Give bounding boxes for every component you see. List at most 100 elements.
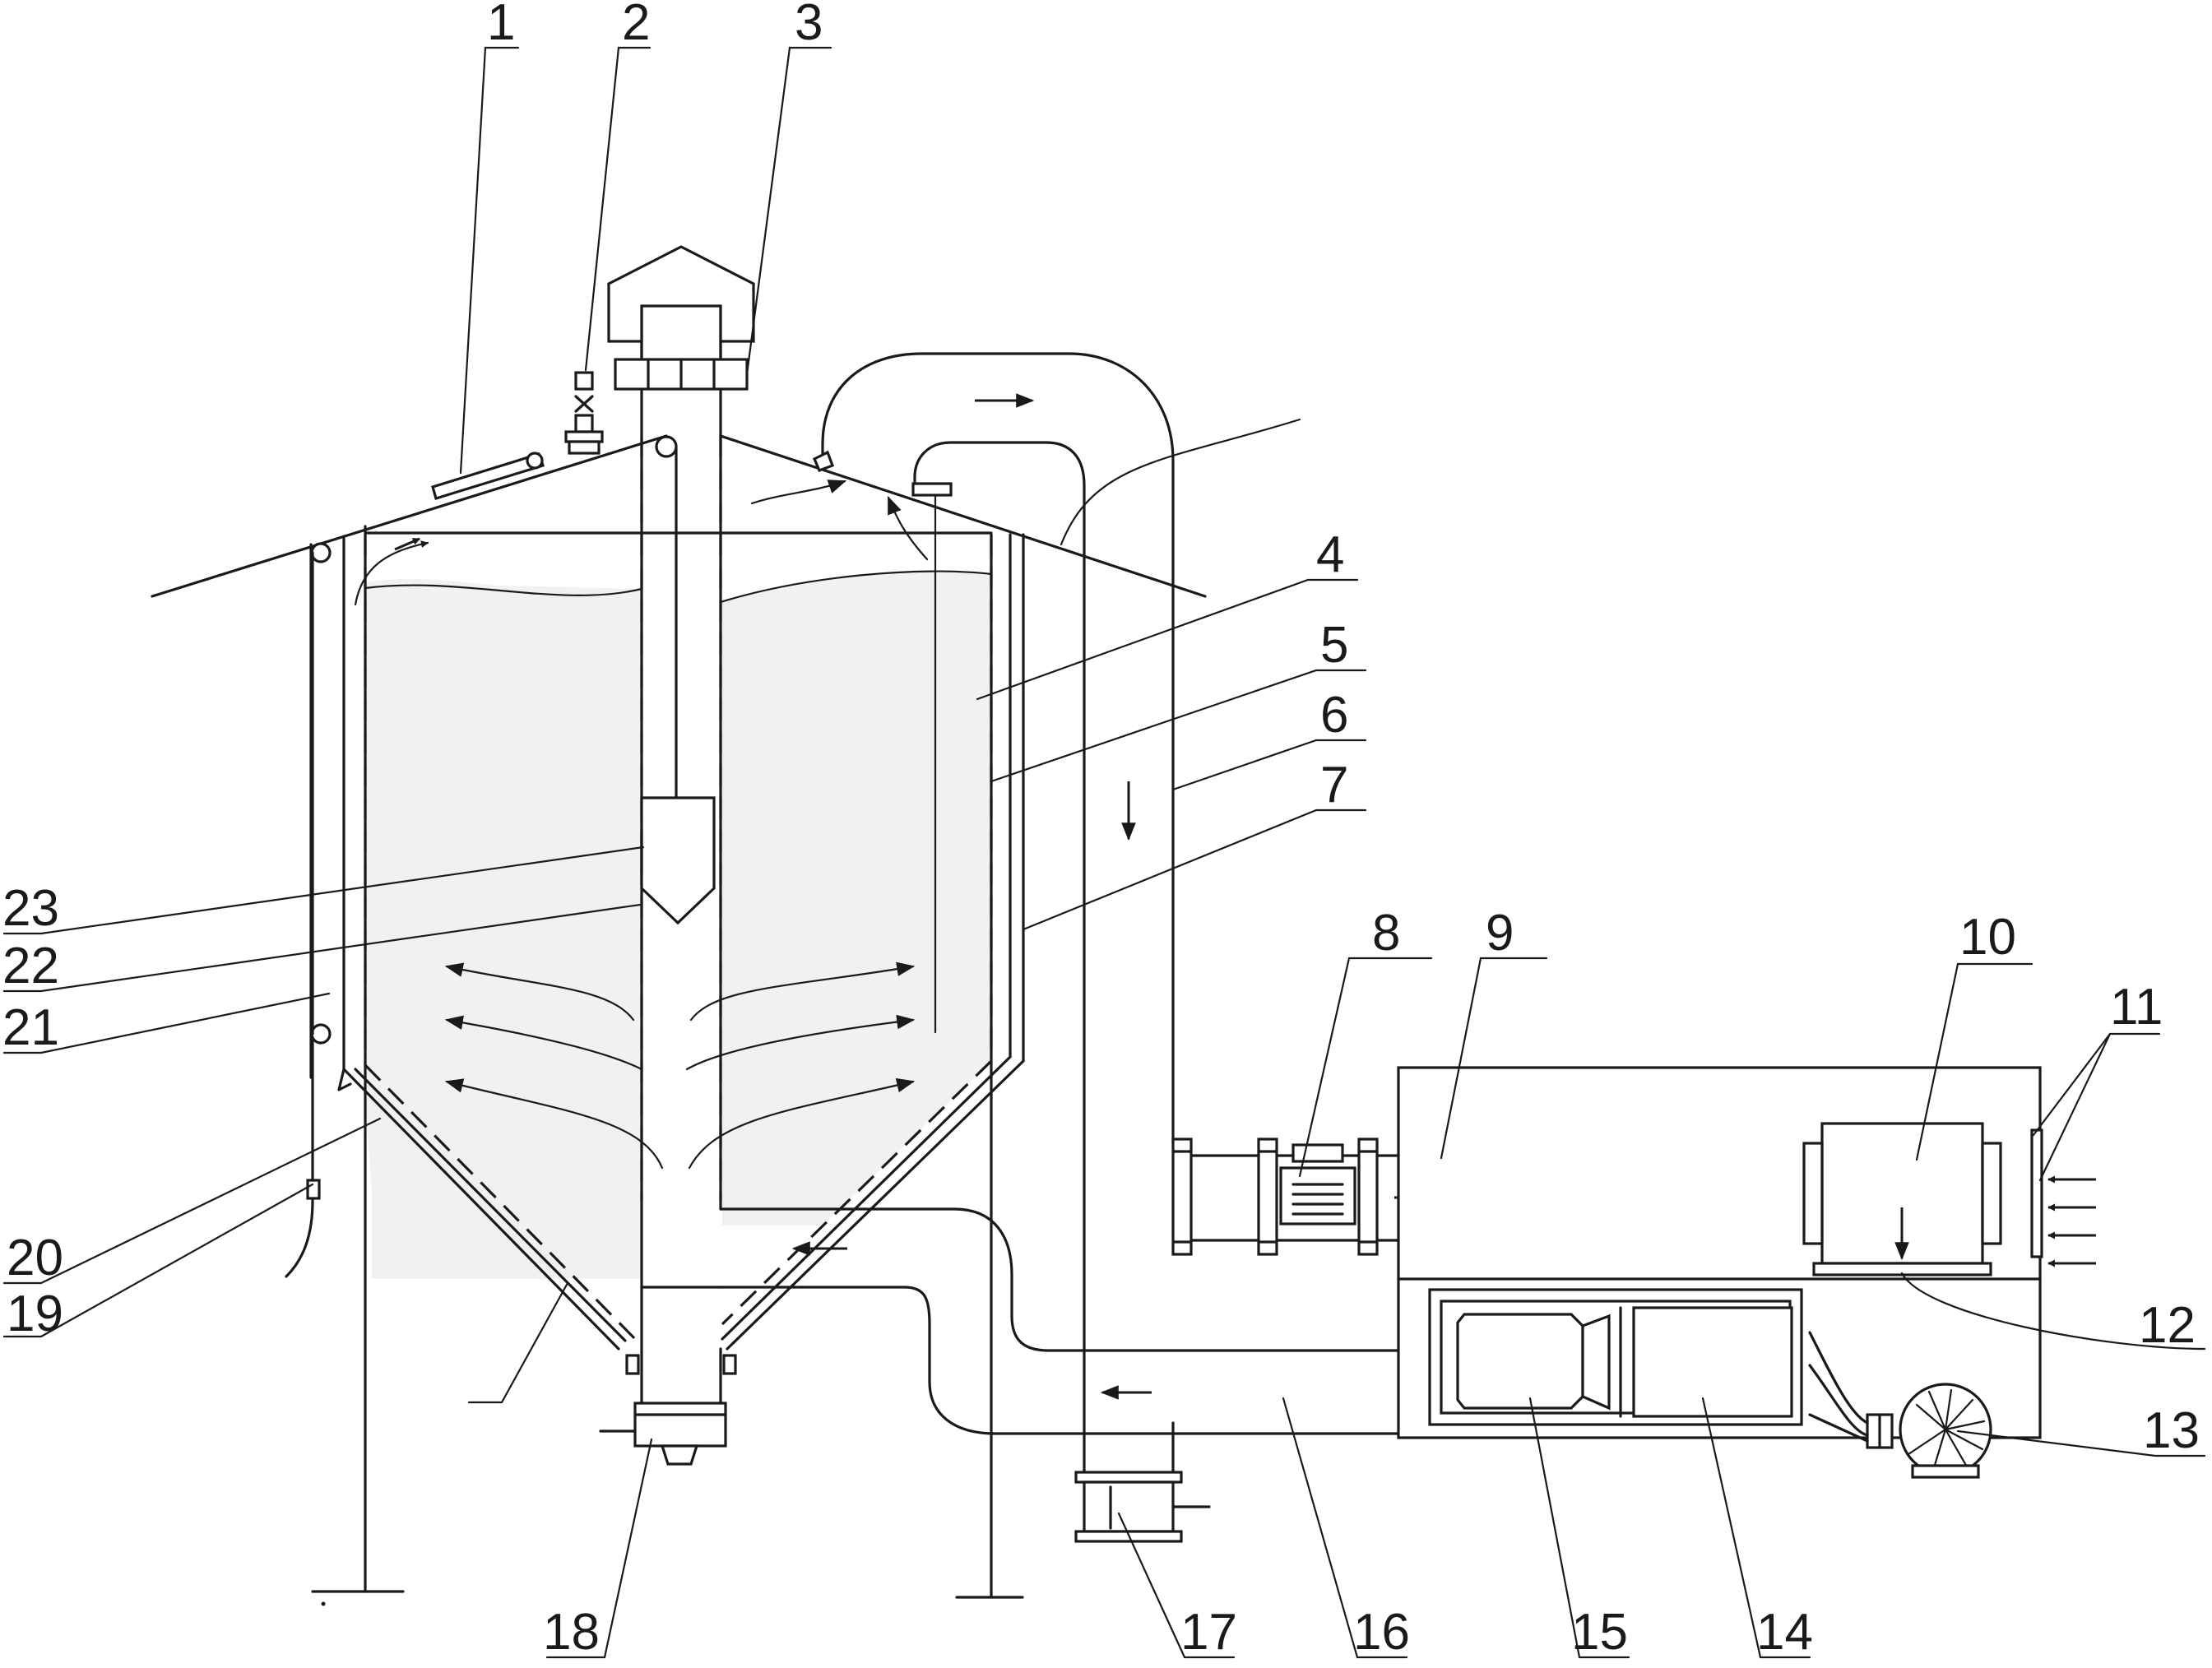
label-22: 22	[2, 938, 59, 994]
label-20: 20	[7, 1230, 63, 1286]
cone-foot-right	[722, 1354, 737, 1375]
pulley-roof-left	[310, 542, 332, 563]
roof-arrow-in	[750, 480, 847, 505]
leader-9	[1440, 957, 1548, 1160]
fan-conduits	[1808, 1331, 1869, 1443]
roof-right	[719, 434, 1207, 598]
leader-11b	[2038, 1032, 2112, 1182]
roof-arrow-left	[394, 537, 420, 551]
cone-left-outer	[342, 1068, 620, 1351]
return-duct-inner	[913, 441, 1086, 1351]
label-10: 10	[1959, 909, 2016, 966]
filter-box-right-flange	[1981, 1142, 2002, 1245]
grain-surface-right	[719, 570, 993, 604]
leader-8	[1298, 957, 1433, 1178]
label-11: 11	[2110, 979, 2163, 1036]
leader-10	[1915, 962, 2033, 1161]
transition-section	[1581, 1314, 1611, 1411]
silo	[151, 245, 1207, 1599]
leader-7	[1022, 809, 1367, 931]
label-8: 8	[1372, 905, 1400, 961]
grain-surface-left	[364, 584, 643, 596]
leader-18	[545, 1438, 653, 1659]
leader-3	[745, 46, 832, 376]
flange-b	[1257, 1137, 1278, 1256]
cone-foot-left	[625, 1354, 640, 1375]
label-2: 2	[622, 0, 650, 51]
leader-6	[1171, 739, 1367, 791]
label-18: 18	[543, 1604, 600, 1661]
discharge-flange	[633, 1402, 727, 1448]
flow-meter-top	[1291, 1143, 1344, 1163]
cable-clamp	[306, 1179, 321, 1200]
label-5: 5	[1320, 617, 1348, 674]
roof-duct-collar	[812, 450, 835, 473]
label-3: 3	[795, 0, 823, 51]
leader-23	[2, 846, 645, 935]
label-9: 9	[1486, 905, 1514, 961]
label-21: 21	[2, 999, 59, 1056]
label-15: 15	[1571, 1604, 1628, 1661]
cone-right-inner	[721, 1055, 1012, 1341]
discharge-spout	[660, 1444, 699, 1466]
label-1: 1	[487, 0, 515, 51]
hoist-cable-tail	[285, 1039, 314, 1278]
machine-enclosure	[1397, 1066, 2096, 1479]
leader-cone	[467, 1281, 569, 1404]
cooler-section	[1632, 1306, 1793, 1418]
surface-arrow-left	[354, 540, 429, 606]
roof-left	[151, 434, 668, 598]
label-16: 16	[1353, 1604, 1410, 1661]
cone-left-inner	[354, 1068, 627, 1342]
outlet-body	[1083, 1480, 1175, 1533]
heater-section	[1456, 1313, 1584, 1410]
outlet-flange-top	[1074, 1471, 1183, 1484]
leader-17	[1117, 1512, 1236, 1659]
cone-screen-right	[721, 1059, 993, 1326]
label-12: 12	[2139, 1297, 2196, 1354]
flange-a	[1171, 1137, 1193, 1256]
label-17: 17	[1180, 1604, 1237, 1661]
leader-12	[1900, 1272, 2206, 1351]
roof-hatch	[431, 452, 545, 501]
leader-4	[976, 578, 1359, 701]
roof-callout-curve	[1060, 418, 1301, 546]
leader-5	[990, 669, 1367, 783]
grain-bulk-right	[722, 572, 991, 1226]
label-6: 6	[1320, 687, 1348, 744]
roof-hatch-hinge	[526, 452, 544, 470]
stray-dot	[321, 1601, 326, 1606]
roof-valve	[564, 371, 604, 455]
supply-duct-lower	[719, 1286, 1400, 1435]
wall-bracket	[337, 1068, 352, 1091]
leader-20	[2, 1117, 382, 1285]
cone-right-outer	[726, 1059, 1025, 1351]
pulley-top	[655, 435, 678, 458]
vent-cap	[607, 245, 755, 343]
return-duct-outer	[821, 352, 1175, 1145]
roof-duct-stub	[911, 482, 953, 497]
grain-bulk-left	[365, 582, 642, 1279]
leader-15	[1528, 1397, 1630, 1659]
leader-1	[459, 46, 520, 475]
supply-duct-upper	[719, 1207, 1400, 1352]
leader-lines	[2, 46, 2206, 1659]
label-13: 13	[2143, 1402, 2200, 1459]
leader-2	[584, 46, 652, 372]
flange-c	[1357, 1137, 1379, 1256]
flow-meter	[1279, 1166, 1356, 1226]
pulley-wall-left	[310, 1023, 332, 1045]
leader-22	[2, 903, 642, 993]
fan-base	[1911, 1464, 1980, 1479]
label-4: 4	[1316, 526, 1344, 583]
label-14: 14	[1756, 1604, 1813, 1661]
fan-blades	[1907, 1388, 1986, 1472]
filter-box-left-flange	[1802, 1142, 1824, 1245]
leader-14	[1701, 1397, 1811, 1659]
roof-arrow-up	[887, 495, 929, 561]
label-23: 23	[2, 880, 59, 937]
leader-16	[1282, 1397, 1408, 1659]
leader-11a	[2032, 1032, 2161, 1137]
